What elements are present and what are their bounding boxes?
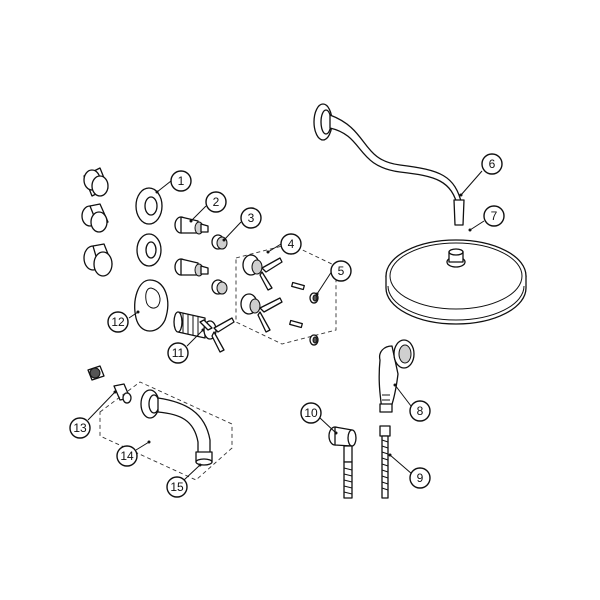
callout-7: 7 — [483, 205, 505, 227]
callout-12: 12 — [107, 311, 129, 333]
cap-bottom — [83, 243, 113, 277]
callout-4: 4 — [280, 233, 302, 255]
callout-3: 3 — [240, 207, 262, 229]
nut-lower — [211, 279, 228, 295]
callout-14: 14 — [116, 445, 138, 467]
callout-11: 11 — [167, 342, 189, 364]
shower-arm — [313, 103, 465, 226]
washer — [309, 292, 319, 304]
callout-9: 9 — [409, 467, 431, 489]
callout-13-label: 13 — [73, 421, 87, 435]
callout-14-label: 14 — [120, 449, 134, 463]
callout-8-label: 8 — [417, 404, 424, 418]
callout-15: 15 — [166, 476, 188, 498]
callout-11-label: 11 — [172, 346, 185, 360]
cross-handle-assembly — [173, 311, 235, 353]
nut — [211, 234, 228, 250]
callout-6-label: 6 — [489, 157, 496, 171]
hand-shower — [378, 339, 415, 413]
callout-5-label: 5 — [338, 264, 345, 278]
diverter-plate — [134, 279, 169, 332]
callout-2: 2 — [205, 191, 227, 213]
callout-8: 8 — [409, 400, 431, 422]
cap-top — [83, 167, 109, 197]
callout-10: 10 — [300, 402, 322, 424]
shower-hose — [379, 425, 391, 499]
wall-outlet — [328, 426, 357, 499]
handle-top — [242, 254, 305, 291]
callout-10-label: 10 — [304, 406, 318, 420]
callout-1: 1 — [170, 170, 192, 192]
callout-2-label: 2 — [213, 195, 220, 209]
leader-lines — [87, 170, 485, 481]
handle-set-group — [235, 243, 337, 345]
connector — [87, 365, 105, 381]
rain-shower-head — [385, 239, 527, 325]
callout-13: 13 — [69, 417, 91, 439]
callout-6: 6 — [481, 153, 503, 175]
escutcheon-ring-lower — [136, 233, 162, 267]
callout-1-label: 1 — [178, 174, 185, 188]
callout-15-label: 15 — [170, 480, 184, 494]
callout-5: 5 — [330, 260, 352, 282]
cap-middle — [81, 203, 109, 233]
adapter-fitting — [113, 383, 132, 404]
handle-bottom — [240, 293, 303, 333]
escutcheon-ring — [135, 187, 163, 225]
washer-lower — [309, 334, 319, 346]
bath-spout-group — [99, 381, 233, 481]
valve-cartridge — [174, 216, 209, 235]
bath-spout — [140, 389, 213, 466]
callout-4-label: 4 — [288, 237, 295, 251]
callout-9-label: 9 — [417, 471, 424, 485]
valve-cartridge-lower — [174, 258, 209, 277]
callout-7-label: 7 — [491, 209, 498, 223]
callout-12-label: 12 — [111, 315, 125, 329]
callout-3-label: 3 — [248, 211, 255, 225]
